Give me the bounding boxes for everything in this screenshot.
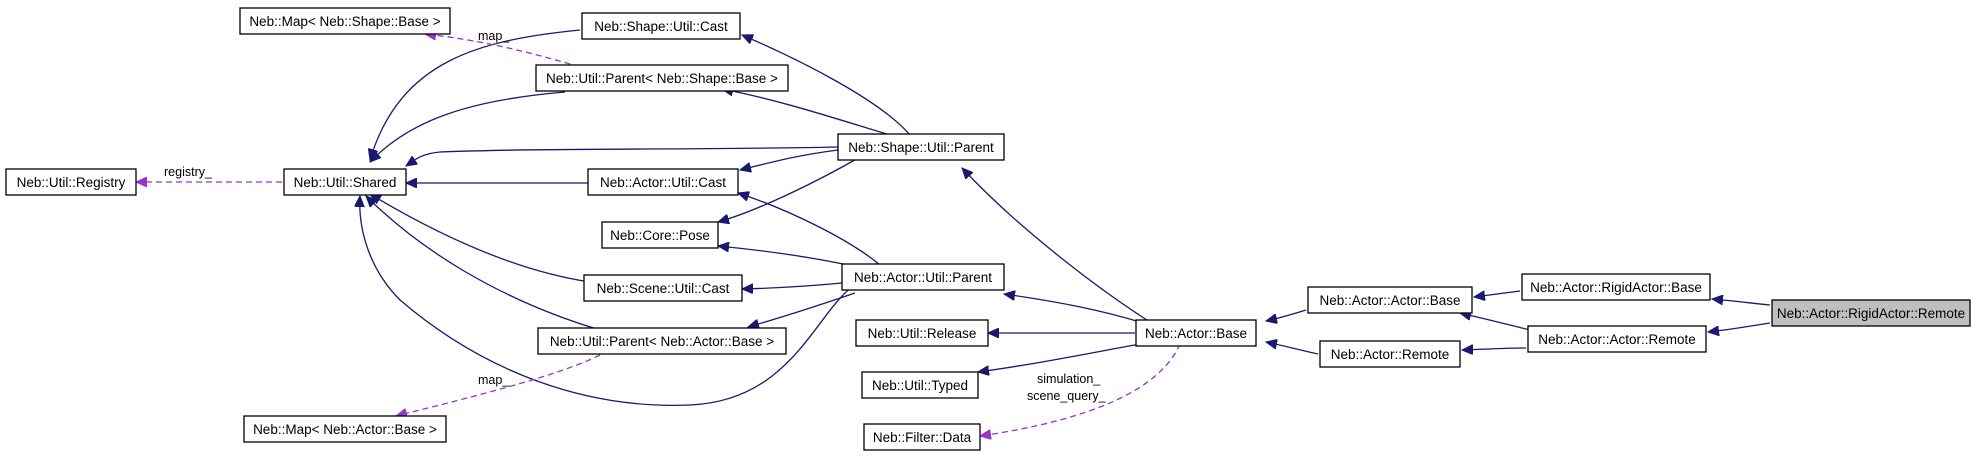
node-rigidactor-base[interactable]: Neb::Actor::RigidActor::Base — [1521, 273, 1711, 301]
node-core-pose[interactable]: Neb::Core::Pose — [601, 221, 719, 249]
node-actor-util-parent[interactable]: Neb::Actor::Util::Parent — [841, 263, 1005, 291]
node-actor-remote[interactable]: Neb::Actor::Remote — [1319, 340, 1461, 368]
svg-text:Neb::Actor::Remote: Neb::Actor::Remote — [1331, 347, 1450, 362]
node-scene-util-cast[interactable]: Neb::Scene::Util::Cast — [583, 274, 743, 302]
edge-shape-parent-to-parent-shape — [722, 89, 891, 136]
svg-text:Neb::Util::Typed: Neb::Util::Typed — [872, 378, 968, 393]
edge-actor-base-to-filter-data: simulation_ scene_query_ — [980, 343, 1181, 436]
svg-text:Neb::Map< Neb::Shape::Base >: Neb::Map< Neb::Shape::Base > — [249, 14, 440, 29]
node-filter-data[interactable]: Neb::Filter::Data — [863, 423, 981, 451]
edge-actor-parent-to-core-pose — [718, 246, 849, 266]
edge-actor-base-to-util-typed — [978, 343, 1141, 372]
edge-label-registry: registry_ — [164, 165, 213, 179]
svg-text:Neb::Actor::RigidActor::Remote: Neb::Actor::RigidActor::Remote — [1777, 306, 1965, 321]
node-actor-actor-base[interactable]: Neb::Actor::Actor::Base — [1307, 286, 1473, 314]
node-shape-util-cast[interactable]: Neb::Shape::Util::Cast — [581, 12, 741, 40]
edge-scene-cast-to-shared — [370, 194, 591, 283]
edge-actor-actor-base-to-actor-base — [1266, 309, 1307, 321]
edge-parent-shape-to-shared — [370, 91, 566, 162]
node-util-typed[interactable]: Neb::Util::Typed — [861, 371, 979, 399]
edge-parent-actor-to-map-actor: map_ — [396, 354, 601, 416]
node-actor-util-cast[interactable]: Neb::Actor::Util::Cast — [587, 168, 739, 196]
svg-text:Neb::Shape::Util::Parent: Neb::Shape::Util::Parent — [848, 140, 994, 155]
edge-shape-parent-to-shape-cast — [742, 35, 911, 136]
edge-shape-cast-to-shared — [370, 29, 581, 160]
edge-label-simulation: simulation_ — [1037, 372, 1101, 386]
node-util-parent-actor-base[interactable]: Neb::Util::Parent< Neb::Actor::Base > — [537, 327, 787, 355]
node-actor-base[interactable]: Neb::Actor::Base — [1135, 319, 1257, 347]
node-map-shape-base[interactable]: Neb::Map< Neb::Shape::Base > — [239, 7, 451, 35]
svg-text:Neb::Actor::Base: Neb::Actor::Base — [1145, 326, 1247, 341]
edge-rigid-remote-to-actor-actor-remote — [1708, 322, 1771, 332]
edge-actor-parent-to-parent-actor — [748, 292, 856, 327]
edge-label-map-actor: map_ — [478, 373, 510, 387]
svg-text:Neb::Util::Release: Neb::Util::Release — [868, 326, 977, 341]
svg-text:Neb::Util::Shared: Neb::Util::Shared — [294, 175, 397, 190]
svg-text:Neb::Filter::Data: Neb::Filter::Data — [873, 430, 972, 445]
edge-label-scene-query: scene_query_ — [1027, 389, 1107, 403]
edge-actor-parent-to-shared — [360, 196, 879, 406]
edge-parent-shape-to-map-shape: map_ — [425, 29, 581, 68]
node-map-actor-base[interactable]: Neb::Map< Neb::Actor::Base > — [243, 415, 447, 443]
edge-actor-actor-remote-to-actor-actor-base — [1460, 313, 1531, 331]
node-rigidactor-remote[interactable]: Neb::Actor::RigidActor::Remote — [1771, 299, 1971, 327]
svg-text:Neb::Util::Registry: Neb::Util::Registry — [17, 175, 126, 190]
edge-rigid-base-to-actor-actor-base — [1474, 290, 1521, 297]
edge-parent-actor-to-shared — [366, 196, 601, 331]
node-actor-actor-remote[interactable]: Neb::Actor::Actor::Remote — [1527, 325, 1707, 353]
edge-actor-parent-to-scene-cast — [742, 282, 843, 289]
node-util-parent-shape-base[interactable]: Neb::Util::Parent< Neb::Shape::Base > — [535, 64, 789, 92]
edge-shape-parent-to-core-pose — [718, 156, 861, 222]
node-util-shared[interactable]: Neb::Util::Shared — [283, 168, 407, 196]
edge-actor-base-to-shape-parent — [962, 168, 1151, 323]
svg-text:Neb::Map< Neb::Actor::Base >: Neb::Map< Neb::Actor::Base > — [253, 422, 437, 437]
svg-text:Neb::Util::Parent< Neb::Shape:: Neb::Util::Parent< Neb::Shape::Base > — [546, 71, 778, 86]
svg-text:Neb::Actor::Util::Cast: Neb::Actor::Util::Cast — [600, 175, 726, 190]
edge-shared-to-registry: registry_ — [136, 165, 282, 182]
svg-text:Neb::Shape::Util::Cast: Neb::Shape::Util::Cast — [594, 19, 728, 34]
svg-text:Neb::Actor::Util::Parent: Neb::Actor::Util::Parent — [854, 270, 992, 285]
edge-rigid-remote-to-rigid-base — [1712, 299, 1771, 306]
edge-actor-base-to-actor-parent — [1004, 294, 1141, 323]
edge-shape-parent-to-shared — [406, 146, 839, 166]
svg-text:Neb::Scene::Util::Cast: Neb::Scene::Util::Cast — [597, 281, 730, 296]
svg-text:Neb::Core::Pose: Neb::Core::Pose — [610, 228, 710, 243]
edge-actor-parent-to-actor-cast — [738, 193, 881, 266]
node-util-release[interactable]: Neb::Util::Release — [855, 319, 989, 347]
svg-text:Neb::Actor::Actor::Base: Neb::Actor::Actor::Base — [1319, 293, 1460, 308]
edge-shape-parent-to-actor-cast — [740, 149, 839, 170]
edge-label-map-shape: map_ — [478, 29, 510, 43]
svg-text:Neb::Actor::Actor::Remote: Neb::Actor::Actor::Remote — [1538, 332, 1696, 347]
edge-actor-remote-to-actor-base — [1266, 342, 1319, 355]
svg-text:Neb::Actor::RigidActor::Base: Neb::Actor::RigidActor::Base — [1530, 280, 1702, 295]
edge-actor-actor-remote-to-actor-remote — [1462, 348, 1527, 350]
svg-text:Neb::Util::Parent< Neb::Actor:: Neb::Util::Parent< Neb::Actor::Base > — [550, 334, 774, 349]
node-util-registry[interactable]: Neb::Util::Registry — [5, 168, 137, 196]
node-shape-util-parent[interactable]: Neb::Shape::Util::Parent — [837, 133, 1005, 161]
